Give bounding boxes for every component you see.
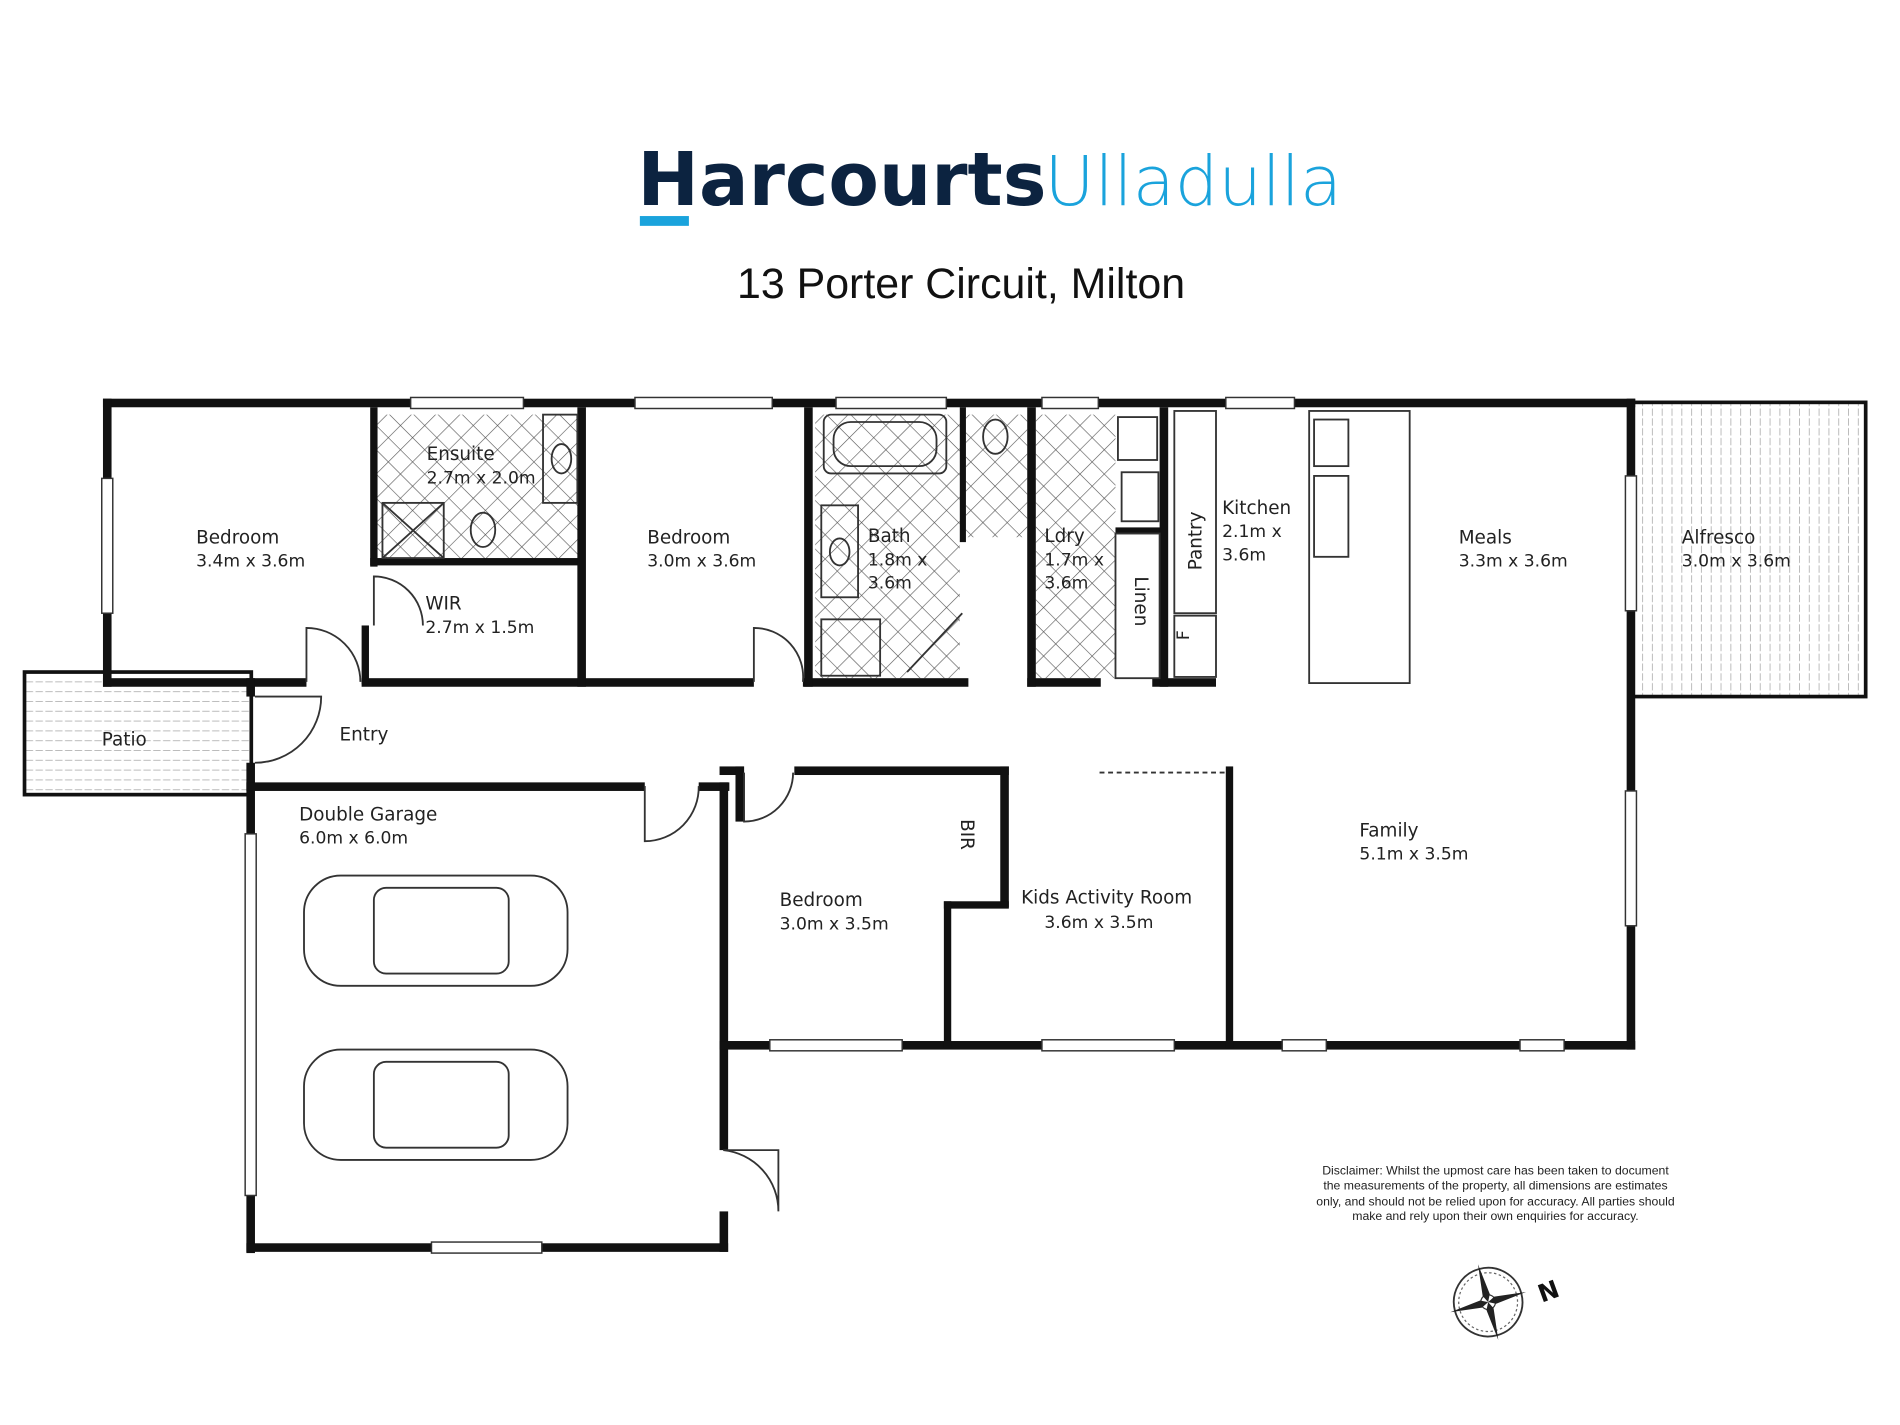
disclaimer: Disclaimer: Whilst the upmost care has b… — [1316, 1164, 1675, 1223]
bath-tiles — [815, 414, 960, 679]
room-wir-dims: 2.7m x 1.5m — [425, 618, 534, 638]
fridge-label: F — [1174, 630, 1194, 640]
room-wir-name: WIR — [425, 594, 462, 615]
patio-deck — [22, 670, 254, 797]
harcourts-logo: Harcourts Ulladulla — [637, 138, 1342, 226]
room-ensuite-name: Ensuite — [427, 444, 495, 465]
room-linen-name: Linen — [1130, 576, 1151, 626]
disclaimer-line-4: make and rely upon their own enquiries f… — [1352, 1209, 1638, 1223]
room-ldry-dims-2: 3.6m — [1044, 574, 1088, 594]
room-kitchen-dims-2: 3.6m — [1222, 546, 1266, 566]
room-kitchen-dims-1: 2.1m x — [1222, 522, 1282, 542]
room-meals-dims: 3.3m x 3.6m — [1459, 552, 1568, 572]
room-kitchen-name: Kitchen — [1222, 498, 1291, 519]
room-bath-dims-2: 3.6m — [868, 574, 912, 594]
room-ensuite-dims: 2.7m x 2.0m — [427, 468, 536, 488]
disclaimer-line-3: only, and should not be relied upon for … — [1316, 1194, 1675, 1208]
disclaimer-line-1: Disclaimer: Whilst the upmost care has b… — [1322, 1164, 1669, 1178]
room-bedroom-1-name: Bedroom — [196, 527, 279, 548]
cars — [303, 874, 569, 1161]
doors — [254, 575, 963, 1212]
room-kids-dims: 3.6m x 3.5m — [1044, 913, 1153, 933]
room-bedroom-1-dims: 3.4m x 3.6m — [196, 552, 305, 572]
room-alfresco-name: Alfresco — [1682, 527, 1756, 548]
room-meals-name: Meals — [1459, 527, 1512, 548]
laundry-tiles — [1035, 414, 1116, 679]
room-garage-dims: 6.0m x 6.0m — [299, 829, 408, 849]
room-bedroom-2-dims: 3.0m x 3.6m — [647, 552, 756, 572]
fixtures — [381, 410, 1411, 684]
disclaimer-line-2: the measurements of the property, all di… — [1323, 1178, 1667, 1192]
logo-brand: Harcourts — [637, 138, 1046, 223]
room-ldry-dims-1: 1.7m x — [1044, 550, 1104, 570]
compass-north-label: N — [1534, 1274, 1563, 1308]
wc-tiles — [965, 414, 1028, 538]
windows — [101, 396, 1638, 1254]
room-garage-name: Double Garage — [299, 804, 437, 825]
logo-underline — [639, 216, 689, 226]
alfresco-deck — [1628, 400, 1868, 699]
room-kids-name: Kids Activity Room — [1021, 888, 1192, 909]
room-patio-name: Patio — [102, 730, 147, 751]
room-ldry-name: Ldry — [1044, 526, 1084, 547]
room-bedroom-3-dims: 3.0m x 3.5m — [780, 914, 889, 934]
address-title: 13 Porter Circuit, Milton — [737, 260, 1185, 308]
room-bedroom-2-name: Bedroom — [647, 527, 730, 548]
room-family-name: Family — [1359, 820, 1418, 841]
room-bath-dims-1: 1.8m x — [868, 550, 928, 570]
room-bir-name: BIR — [956, 819, 977, 850]
ensuite-tiles — [377, 414, 580, 560]
room-family-dims: 5.1m x 3.5m — [1359, 845, 1468, 865]
compass-rose-icon — [1450, 1264, 1527, 1341]
room-alfresco-dims: 3.0m x 3.6m — [1682, 552, 1791, 572]
room-bath-name: Bath — [868, 526, 911, 547]
logo-office: Ulladulla — [1044, 142, 1342, 222]
room-labels: Bedroom 3.4m x 3.6m Ensuite 2.7m x 2.0m … — [102, 444, 1791, 934]
room-bedroom-3-name: Bedroom — [780, 890, 863, 911]
room-entry-name: Entry — [340, 725, 389, 746]
room-pantry-name: Pantry — [1185, 511, 1206, 570]
